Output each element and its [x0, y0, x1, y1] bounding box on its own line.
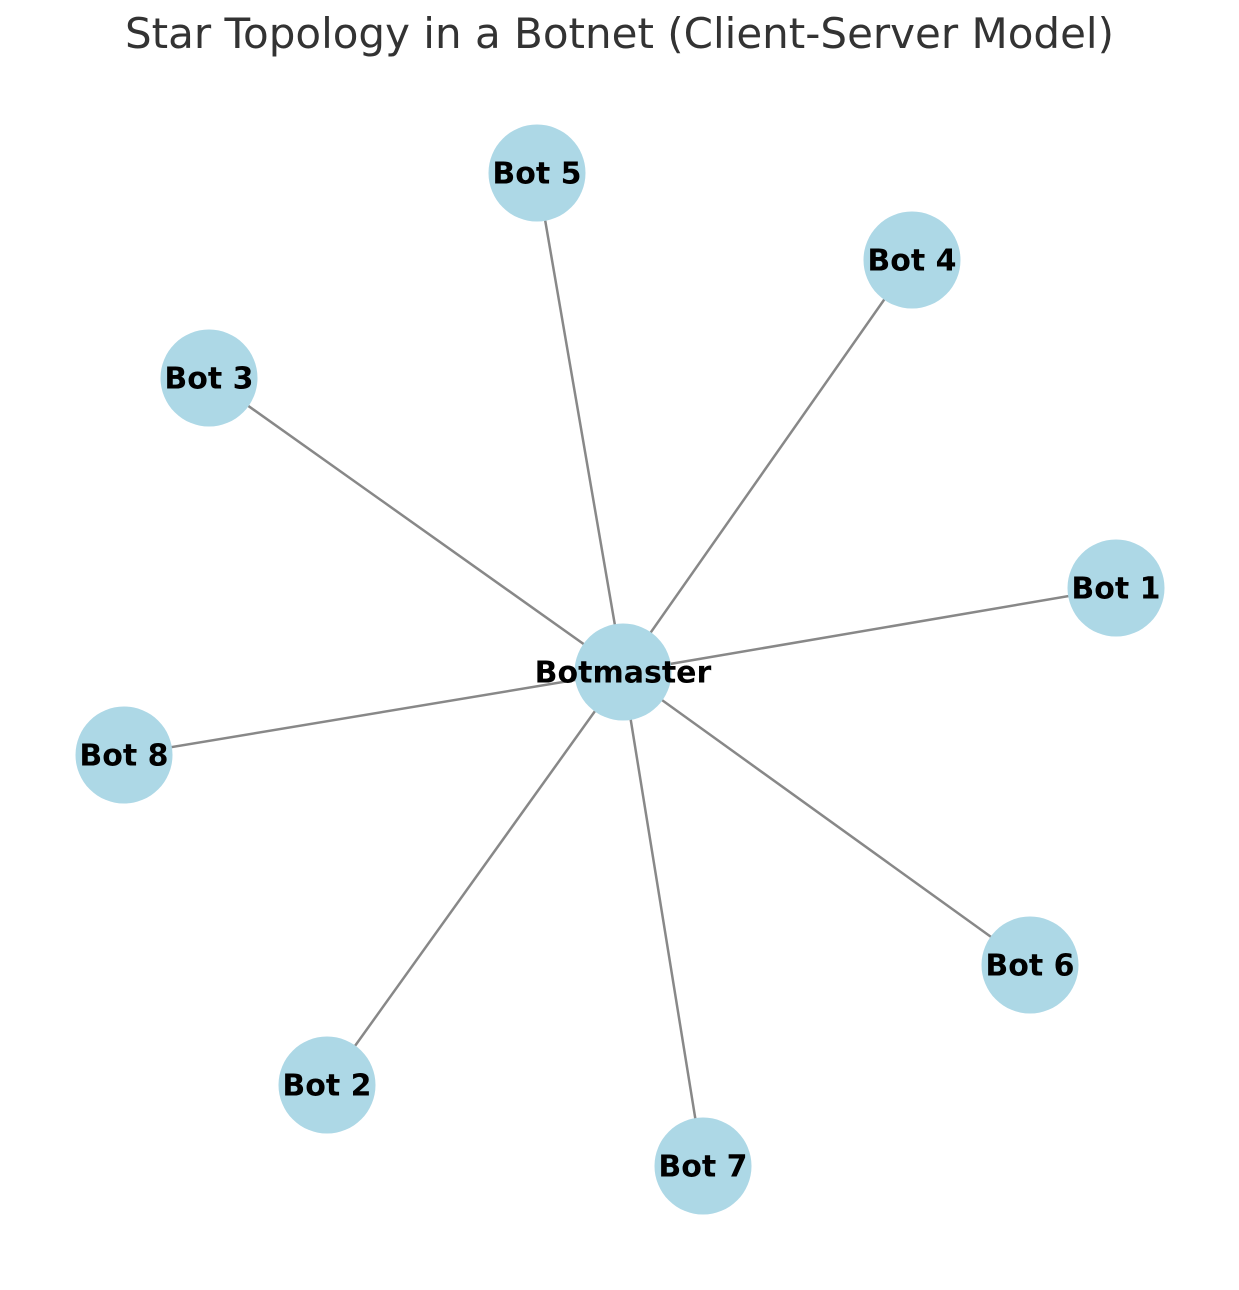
node-label-bot-2: Bot 2: [282, 1069, 371, 1104]
edge-botmaster-bot-6: [622, 670, 1031, 967]
node-circle-bot-6: [981, 916, 1079, 1014]
node-circle-bot-3: [160, 329, 258, 427]
node-bot-1: Bot 1: [1067, 539, 1165, 637]
edge-botmaster-bot-3: [208, 376, 624, 674]
node-circle-bot-2: [278, 1036, 376, 1134]
node-bot-3: Bot 3: [160, 329, 258, 427]
node-bot-4: Bot 4: [863, 211, 961, 309]
node-bot-5: Bot 5: [488, 124, 586, 222]
node-label-bot-3: Bot 3: [164, 362, 253, 397]
node-circle-bot-8: [75, 706, 173, 804]
node-label-bot-4: Bot 4: [867, 244, 956, 279]
edge-botmaster-bot-8: [123, 670, 624, 757]
edge-botmaster-bot-5: [535, 172, 625, 673]
node-bot-7: Bot 7: [654, 1117, 752, 1215]
node-label-bot-8: Bot 8: [79, 739, 168, 774]
edge-botmaster-bot-2: [325, 671, 625, 1086]
node-circle-bot-5: [488, 124, 586, 222]
figure-title: Star Topology in a Botnet (Client-Server…: [125, 9, 1114, 58]
edge-botmaster-bot-7: [621, 671, 705, 1167]
node-circle-bot-7: [654, 1117, 752, 1215]
node-bot-2: Bot 2: [278, 1036, 376, 1134]
node-label-botmaster: Botmaster: [535, 656, 712, 691]
node-label-bot-5: Bot 5: [492, 157, 581, 192]
node-botmaster: Botmaster: [535, 623, 712, 721]
node-circle-bot-4: [863, 211, 961, 309]
node-circle-botmaster: [574, 623, 672, 721]
node-label-bot-7: Bot 7: [658, 1150, 747, 1185]
node-bot-6: Bot 6: [981, 916, 1079, 1014]
node-circle-bot-1: [1067, 539, 1165, 637]
node-bot-8: Bot 8: [75, 706, 173, 804]
node-label-bot-1: Bot 1: [1071, 572, 1160, 607]
edge-botmaster-bot-4: [621, 259, 914, 673]
node-label-bot-6: Bot 6: [985, 949, 1074, 984]
edge-botmaster-bot-1: [622, 586, 1117, 674]
